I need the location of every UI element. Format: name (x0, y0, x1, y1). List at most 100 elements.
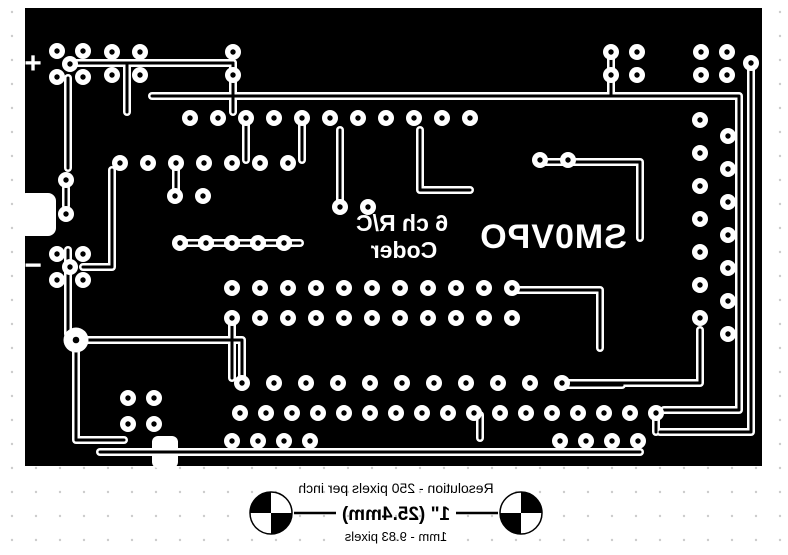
pad (132, 44, 148, 60)
pad (630, 433, 646, 449)
pad (492, 405, 508, 421)
pad (62, 259, 78, 275)
board-callsign-group: SM0VPO (479, 218, 627, 256)
board-plus-label: + (24, 47, 42, 80)
pad (406, 110, 422, 126)
pad (629, 67, 645, 83)
pad (560, 152, 576, 168)
pad (604, 433, 620, 449)
pad (284, 405, 300, 421)
pad (388, 405, 404, 421)
pad (75, 43, 91, 59)
pad (392, 280, 408, 296)
pad (298, 375, 314, 391)
pad (276, 235, 292, 251)
pad (720, 161, 736, 177)
pad (362, 375, 378, 391)
pad (490, 375, 506, 391)
pad (629, 44, 645, 60)
pad (252, 310, 268, 326)
pad (308, 280, 324, 296)
pad (196, 155, 212, 171)
pad (58, 172, 74, 188)
pad (258, 405, 274, 421)
pad (58, 206, 74, 222)
pad (252, 155, 268, 171)
pad (280, 155, 296, 171)
pad (622, 405, 638, 421)
pad (49, 246, 65, 262)
pad (420, 310, 436, 326)
board-title-line2-group: Coder (371, 237, 438, 263)
pad (693, 44, 709, 60)
pad (719, 44, 735, 60)
pad (350, 110, 366, 126)
pad (146, 390, 162, 406)
pad (692, 112, 708, 128)
pad (49, 272, 65, 288)
board-minus-label: − (24, 249, 42, 282)
pad (692, 145, 708, 161)
pad (280, 280, 296, 296)
pad (310, 405, 326, 421)
pad (378, 110, 394, 126)
pad (75, 69, 91, 85)
pad (336, 310, 352, 326)
board-callsign: SM0VPO (479, 218, 627, 256)
pad (693, 67, 709, 83)
pad (238, 110, 254, 126)
pad (224, 310, 240, 326)
pad (603, 44, 619, 60)
pad (434, 110, 450, 126)
pad (198, 235, 214, 251)
pad (210, 110, 226, 126)
pad (720, 194, 736, 210)
pad (75, 246, 91, 262)
pad (112, 155, 128, 171)
pad (104, 67, 120, 83)
pad (394, 375, 410, 391)
pad (462, 110, 478, 126)
pad (414, 405, 430, 421)
pad (720, 260, 736, 276)
registration-mark-right (499, 491, 543, 535)
pad (532, 152, 548, 168)
pad (336, 280, 352, 296)
pad (49, 69, 65, 85)
pad (140, 155, 156, 171)
pad (522, 375, 538, 391)
pad (364, 310, 380, 326)
pad (544, 405, 560, 421)
pad (302, 433, 318, 449)
pad (476, 280, 492, 296)
pad (195, 188, 211, 204)
pad (266, 375, 282, 391)
pad (554, 375, 570, 391)
pad (234, 375, 250, 391)
pad (332, 199, 348, 215)
pad (448, 310, 464, 326)
pad (336, 405, 352, 421)
pad (743, 55, 759, 71)
pad (692, 178, 708, 194)
pad (362, 405, 378, 421)
pad (392, 310, 408, 326)
pad (322, 110, 338, 126)
pad (458, 375, 474, 391)
pad (466, 405, 482, 421)
pad (172, 235, 188, 251)
pad (225, 44, 241, 60)
pad (104, 44, 120, 60)
pad (720, 227, 736, 243)
pad (720, 293, 736, 309)
pad (476, 310, 492, 326)
pad (692, 277, 708, 293)
legend-pixels-group: 1mm - 9.83 pixels (344, 529, 447, 544)
pad (252, 280, 268, 296)
pad (504, 280, 520, 296)
pad (578, 433, 594, 449)
pad (720, 128, 736, 144)
pad (308, 310, 324, 326)
